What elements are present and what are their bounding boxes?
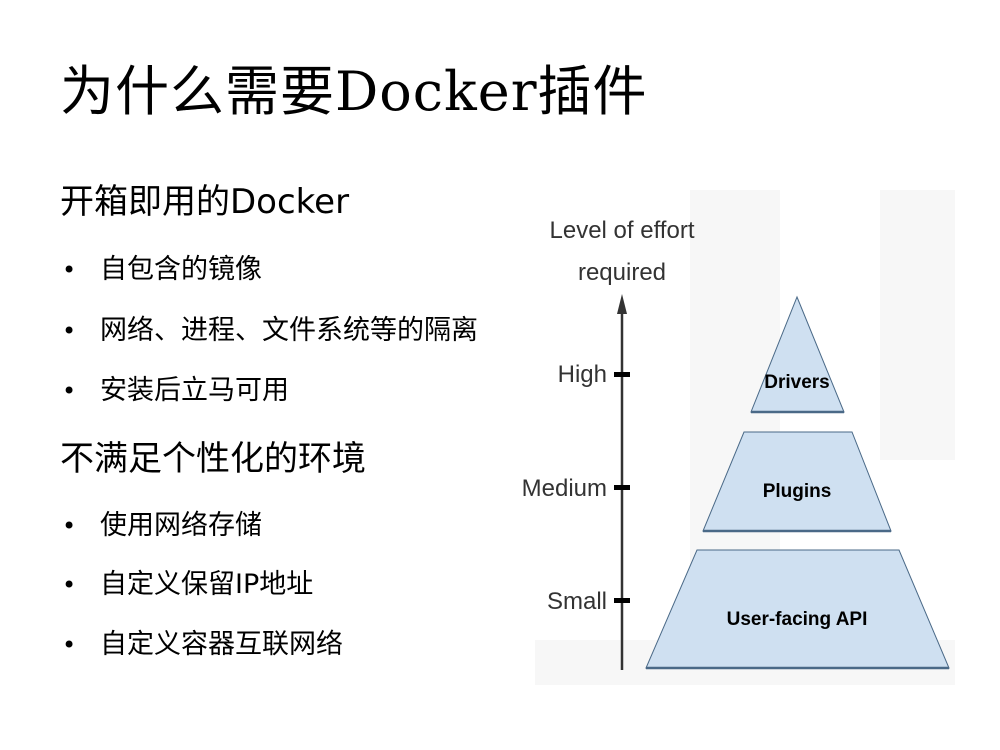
- section-heading-out-of-box: 开箱即用的Docker: [60, 182, 350, 222]
- bullet-text: 网络、进程、文件系统等的隔离: [100, 315, 478, 346]
- tier-drivers: [750, 295, 845, 413]
- axis-title-line2: required: [578, 259, 666, 286]
- bullet-text: 自包含的镜像: [100, 254, 262, 285]
- tick-high: [614, 372, 630, 377]
- section-heading-not-customized: 不满足个性化的环境: [60, 439, 366, 479]
- bullet-dot: •: [62, 317, 77, 345]
- tier-label-user-facing-api: User-facing API: [727, 609, 868, 630]
- axis-arrow-icon: [617, 294, 627, 314]
- bullet-dot: •: [62, 377, 77, 405]
- tier-label-plugins: Plugins: [763, 481, 832, 502]
- bullet-dot: •: [62, 512, 77, 540]
- bullet-text: 使用网络存储: [100, 510, 262, 541]
- bullet-text: 安装后立马可用: [100, 375, 289, 406]
- tick-medium: [614, 485, 630, 490]
- level-label-medium: Medium: [522, 475, 607, 502]
- bullet-dot: •: [62, 631, 77, 659]
- bullet-dot: •: [62, 256, 77, 284]
- level-label-small: Small: [547, 588, 607, 615]
- slide-title: 为什么需要Docker插件: [60, 60, 648, 123]
- tier-label-drivers: Drivers: [764, 372, 830, 393]
- axis-title-line1: Level of effort: [550, 217, 695, 244]
- bullet-text: 自定义容器互联网络: [100, 629, 343, 660]
- bullet-dot: •: [62, 571, 77, 599]
- watermark-shape: [880, 190, 955, 460]
- tick-small: [614, 598, 630, 603]
- level-label-high: High: [558, 361, 607, 388]
- bullet-text: 自定义保留IP地址: [100, 569, 314, 600]
